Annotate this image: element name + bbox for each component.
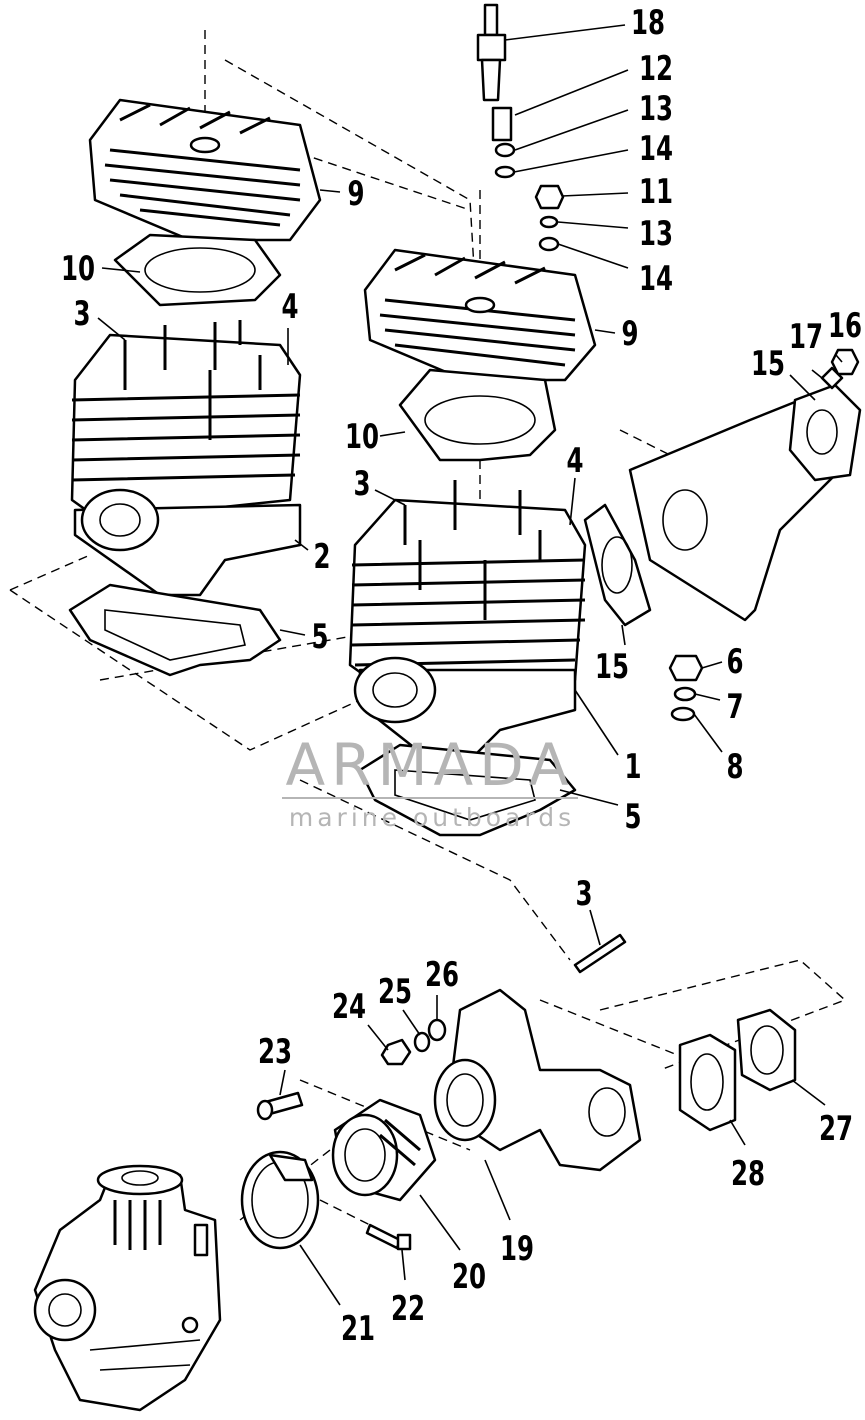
cylinder-left	[70, 320, 302, 597]
callout-23: 23	[258, 1032, 292, 1071]
screw-23	[256, 1091, 304, 1121]
callout-5: 5	[624, 797, 641, 836]
callout-7: 7	[726, 687, 743, 726]
cylinder-head-right	[363, 248, 597, 382]
callout-25: 25	[378, 972, 412, 1011]
callout-8: 8	[726, 747, 743, 786]
callout-21: 21	[341, 1309, 375, 1348]
exhaust-gasket-small	[583, 503, 652, 627]
cylinder-right	[348, 480, 587, 762]
callout-14: 14	[639, 259, 673, 298]
stud-3-lower	[573, 933, 627, 974]
fastener-hardware	[491, 106, 860, 722]
callout-11: 11	[639, 172, 673, 211]
callout-3: 3	[575, 874, 592, 913]
watermark-tagline: marine outboards	[289, 803, 575, 832]
leader-lines	[97, 24, 843, 1306]
callout-3: 3	[353, 464, 370, 503]
hardware-24-25-26	[380, 1018, 447, 1066]
callout-4: 4	[566, 441, 583, 480]
callout-13: 13	[639, 89, 673, 128]
callout-2: 2	[313, 537, 330, 576]
callout-15: 15	[595, 647, 629, 686]
callout-14: 14	[639, 129, 673, 168]
callout-24: 24	[332, 987, 366, 1026]
callout-27: 27	[819, 1109, 853, 1148]
intake-manifold	[433, 988, 642, 1172]
callout-15: 15	[751, 344, 785, 383]
callout-17: 17	[789, 317, 823, 356]
callout-numbers: 18 12 13 14 11 13 14 9 10 3 4 9 15 17 16…	[61, 3, 862, 1348]
intake-adapter-20	[331, 1098, 437, 1202]
clamp-21	[240, 1150, 320, 1250]
callout-4: 4	[281, 287, 298, 326]
head-gasket-left	[113, 233, 282, 307]
base-gasket-left	[68, 583, 282, 677]
callout-20: 20	[452, 1257, 486, 1296]
carburetor	[33, 1164, 222, 1412]
watermark-name: ARMADA	[285, 731, 574, 799]
spark-plug	[476, 3, 507, 102]
callout-22: 22	[391, 1289, 425, 1328]
callout-3: 3	[73, 294, 90, 333]
brand-watermark: ARMADA marine outboards	[282, 731, 578, 832]
callout-5: 5	[311, 617, 328, 656]
callout-10: 10	[61, 249, 95, 288]
gaskets-27-28	[678, 1008, 797, 1132]
exhaust-manifold	[628, 383, 862, 622]
cylinder-head-left	[88, 98, 322, 242]
callout-13: 13	[639, 214, 673, 253]
callout-26: 26	[425, 955, 459, 994]
callout-16: 16	[828, 306, 862, 345]
callout-18: 18	[631, 3, 665, 42]
callout-1: 1	[624, 747, 641, 786]
callout-9: 9	[347, 174, 364, 213]
callout-10: 10	[345, 417, 379, 456]
callout-28: 28	[731, 1154, 765, 1193]
base-gasket-right	[358, 743, 577, 837]
head-gasket-right	[398, 368, 557, 462]
callout-9: 9	[621, 314, 638, 353]
callout-19: 19	[500, 1229, 534, 1268]
callout-12: 12	[639, 49, 673, 88]
bolt-22	[365, 1223, 412, 1251]
callout-6: 6	[726, 642, 743, 681]
